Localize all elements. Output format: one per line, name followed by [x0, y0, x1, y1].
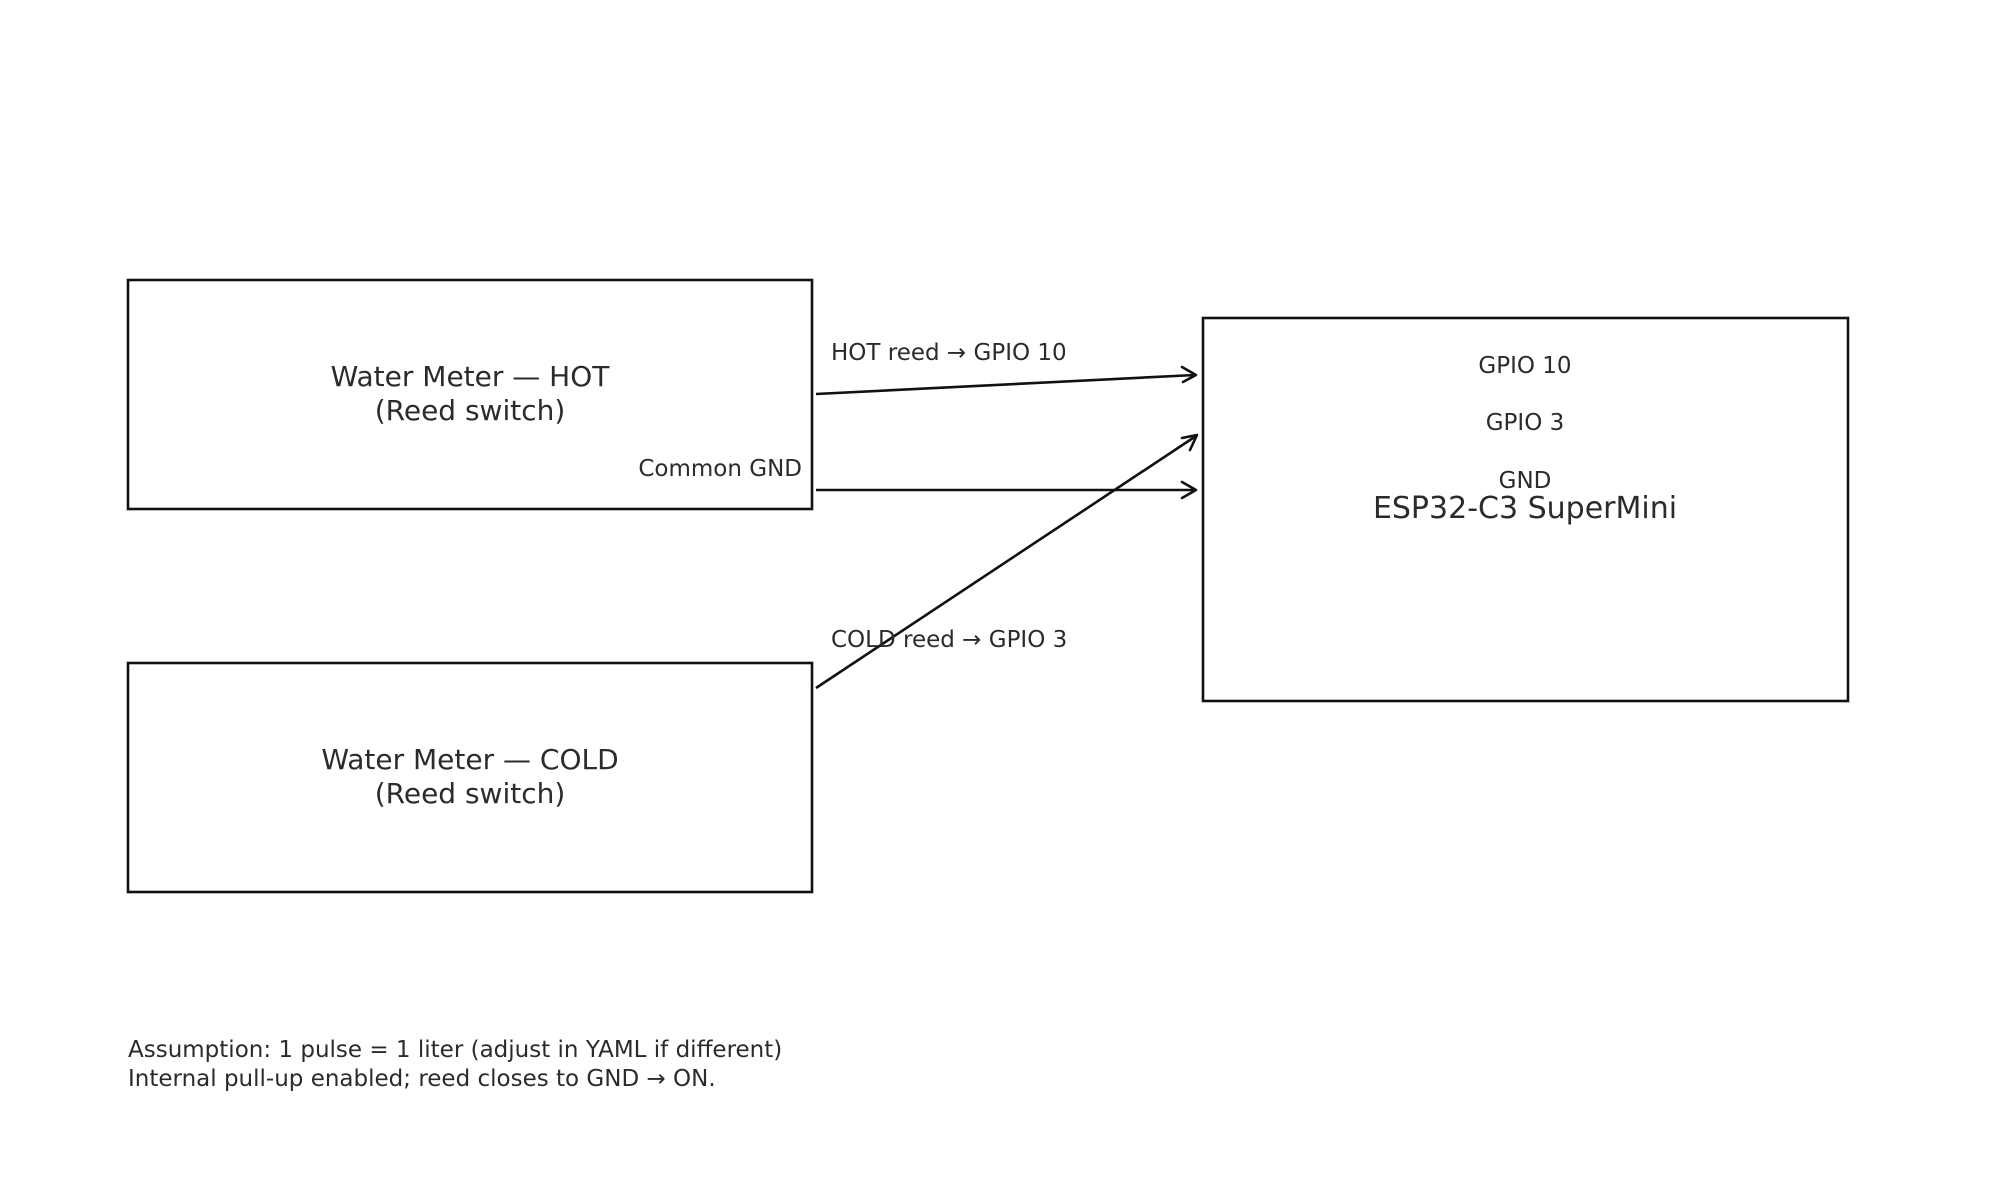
esp-board-block: GPIO 10 GPIO 3 GND ESP32-C3 SuperMini: [1201, 316, 1850, 703]
hot-meter-title-line2: (Reed switch): [375, 394, 566, 427]
common-gnd-connection: Common GND: [638, 456, 1198, 500]
hot-reed-wire: [815, 373, 1196, 396]
hot-reed-connection: HOT reed → GPIO 10: [815, 340, 1198, 396]
cold-meter-block: Water Meter — COLD (Reed switch): [126, 661, 814, 894]
esp-pin-gpio10: GPIO 10: [1478, 353, 1571, 379]
hot-meter-title-line1: Water Meter — HOT: [331, 360, 611, 393]
cold-meter-box: [126, 661, 814, 894]
hot-reed-arrowhead: [1180, 365, 1198, 384]
hot-meter-block: Water Meter — HOT (Reed switch): [126, 278, 814, 511]
cold-reed-arrowhead: [1180, 433, 1199, 452]
note-assumption: Assumption: 1 pulse = 1 liter (adjust in…: [128, 1037, 782, 1063]
cold-reed-label: COLD reed → GPIO 3: [831, 627, 1067, 653]
note-pullup: Internal pull-up enabled; reed closes to…: [128, 1066, 716, 1092]
esp-pin-gpio3: GPIO 3: [1486, 410, 1565, 436]
esp-pin-gnd: GND: [1499, 468, 1552, 494]
common-gnd-arrowhead: [1180, 480, 1198, 500]
cold-reed-connection: COLD reed → GPIO 3: [815, 433, 1199, 690]
cold-reed-wire: [815, 434, 1197, 690]
esp-board-box: [1201, 316, 1850, 703]
cold-meter-title-line1: Water Meter — COLD: [321, 743, 618, 776]
esp-board-title: ESP32-C3 SuperMini: [1373, 491, 1677, 526]
cold-meter-title-line2: (Reed switch): [375, 777, 566, 810]
common-gnd-label: Common GND: [638, 456, 802, 482]
hot-meter-box: [126, 278, 814, 511]
notes: Assumption: 1 pulse = 1 liter (adjust in…: [128, 1037, 782, 1092]
hot-reed-label: HOT reed → GPIO 10: [831, 340, 1067, 366]
